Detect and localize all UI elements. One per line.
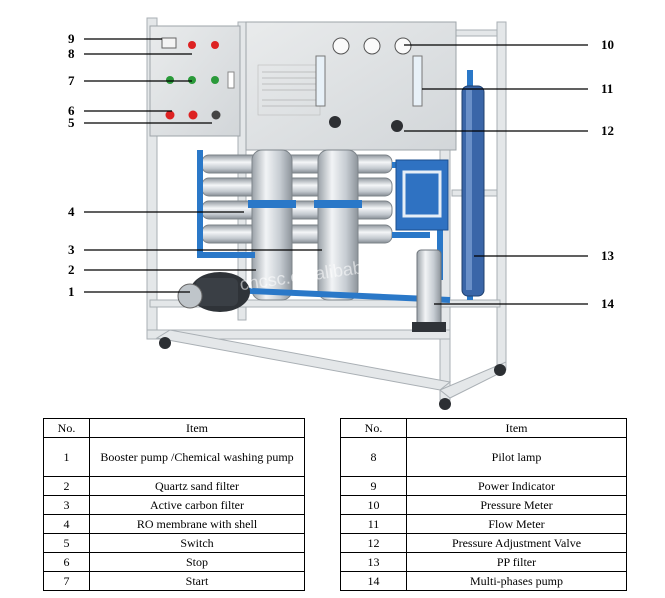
callout-9: 9 (68, 31, 75, 46)
table-row: 1 Booster pump /Chemical washing pump 8 … (43, 437, 627, 477)
parts-table: No. Item No. Item 1 Booster pump /Chemic… (43, 418, 627, 591)
instrument-panel (245, 21, 457, 151)
sand-carbon-filters (248, 149, 362, 301)
table-row: 4 RO membrane with shell 11 Flow Meter (43, 514, 627, 534)
header-item-right: Item (406, 418, 627, 438)
flow-meter-icon (315, 55, 423, 107)
table-row: 2 Quartz sand filter 9 Power Indicator (43, 476, 627, 496)
leader-lines (84, 38, 588, 305)
callout-6: 6 (68, 103, 75, 118)
callout-numbers-right: 10 11 12 13 14 (601, 37, 615, 311)
callout-8: 8 (68, 46, 75, 61)
header-item-left: Item (89, 418, 305, 438)
ro-membrane-shells (201, 154, 393, 244)
table-row: 7 Start 14 Multi-phases pump (43, 571, 627, 591)
callout-1: 1 (68, 284, 75, 299)
booster-pump (177, 272, 250, 312)
callout-13: 13 (601, 248, 615, 263)
table-row: 6 Stop 13 PP filter (43, 552, 627, 572)
table-row: 5 Switch 12 Pressure Adjustment Valve (43, 533, 627, 553)
adjustment-valve-icon (329, 116, 403, 132)
callout-11: 11 (601, 81, 613, 96)
callout-3: 3 (68, 242, 75, 257)
multi-phase-pump (412, 249, 446, 332)
callout-10: 10 (601, 37, 614, 52)
header-no-right: No. (340, 418, 407, 438)
table-row: 3 Active carbon filter 10 Pressure Meter (43, 495, 627, 515)
header-no-left: No. (43, 418, 90, 438)
callout-7: 7 (68, 73, 75, 88)
blue-valve-block (395, 159, 449, 231)
callout-5: 5 (68, 115, 75, 130)
pp-filter (461, 85, 485, 297)
callout-12: 12 (601, 123, 614, 138)
ro-machine-diagram: cncsc.en.alibaba.com 9 8 7 6 5 4 3 2 1 1… (68, 17, 615, 410)
caster-wheels (159, 337, 506, 410)
pressure-meter-icon (332, 37, 412, 55)
callout-numbers-left: 9 8 7 6 5 4 3 2 1 (68, 31, 75, 299)
callout-4: 4 (68, 204, 75, 219)
callout-14: 14 (601, 296, 615, 311)
table-header-row: No. Item No. Item (43, 418, 627, 438)
callout-2: 2 (68, 262, 75, 277)
